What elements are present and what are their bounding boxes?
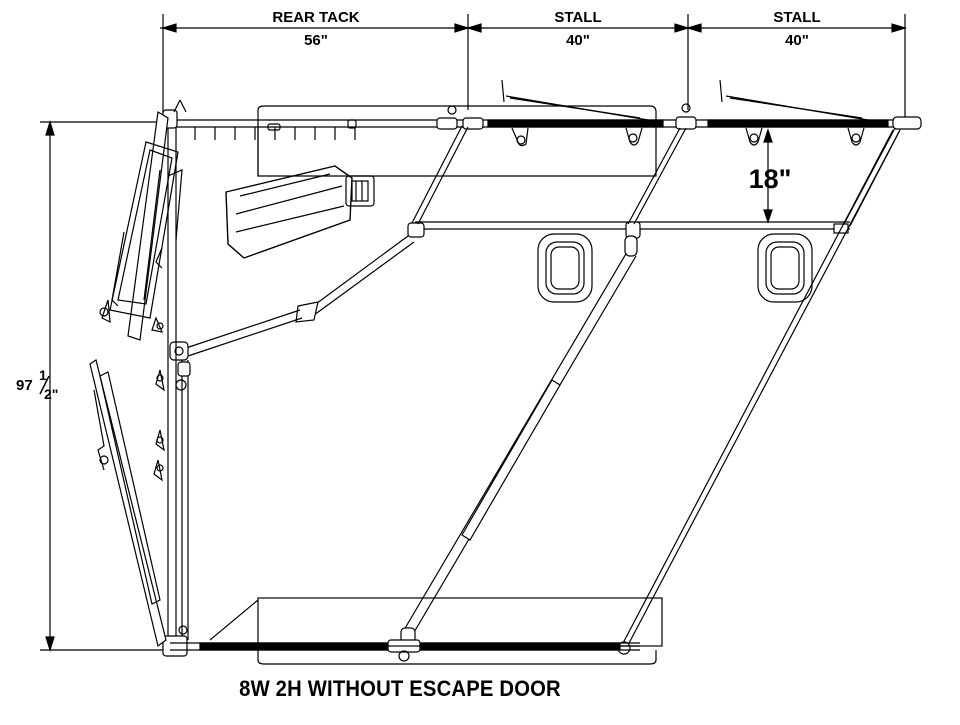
stall-1-value: 40": [566, 32, 590, 49]
rear-tack-area: [225, 105, 657, 259]
height-dimension-line: [40, 119, 165, 653]
dimension-labels: REAR TACK 56" STALL 40" STALL 40" 18" 97…: [16, 9, 821, 402]
height-whole: 97: [16, 377, 33, 394]
rear-bottom-wall: [170, 597, 663, 665]
stall-1-label: STALL: [554, 9, 601, 26]
stall-windows: [537, 233, 813, 303]
height-numerator: 1: [39, 367, 47, 383]
rear-wall: [162, 99, 191, 657]
front-wall: [170, 103, 922, 140]
drawing-caption: 8W 2H WITHOUT ESCAPE DOOR: [239, 676, 561, 701]
divider-depth-dimension: [763, 128, 773, 224]
stall-2-value: 40": [785, 32, 809, 49]
height-denominator: 2": [44, 386, 58, 402]
upper-rear-door: [99, 111, 183, 341]
slant-dividers: [400, 129, 901, 655]
top-dimension-lines: [160, 14, 908, 118]
lower-rear-door: [89, 359, 167, 648]
rear-tack-label: REAR TACK: [272, 9, 359, 26]
divider-depth-label: 18": [749, 164, 792, 194]
tack-wall-arm: [169, 235, 415, 361]
stall-2-label: STALL: [773, 9, 820, 26]
rear-tack-value: 56": [304, 32, 328, 49]
head-dividers: [407, 125, 901, 239]
stall-mangers: [501, 79, 869, 147]
